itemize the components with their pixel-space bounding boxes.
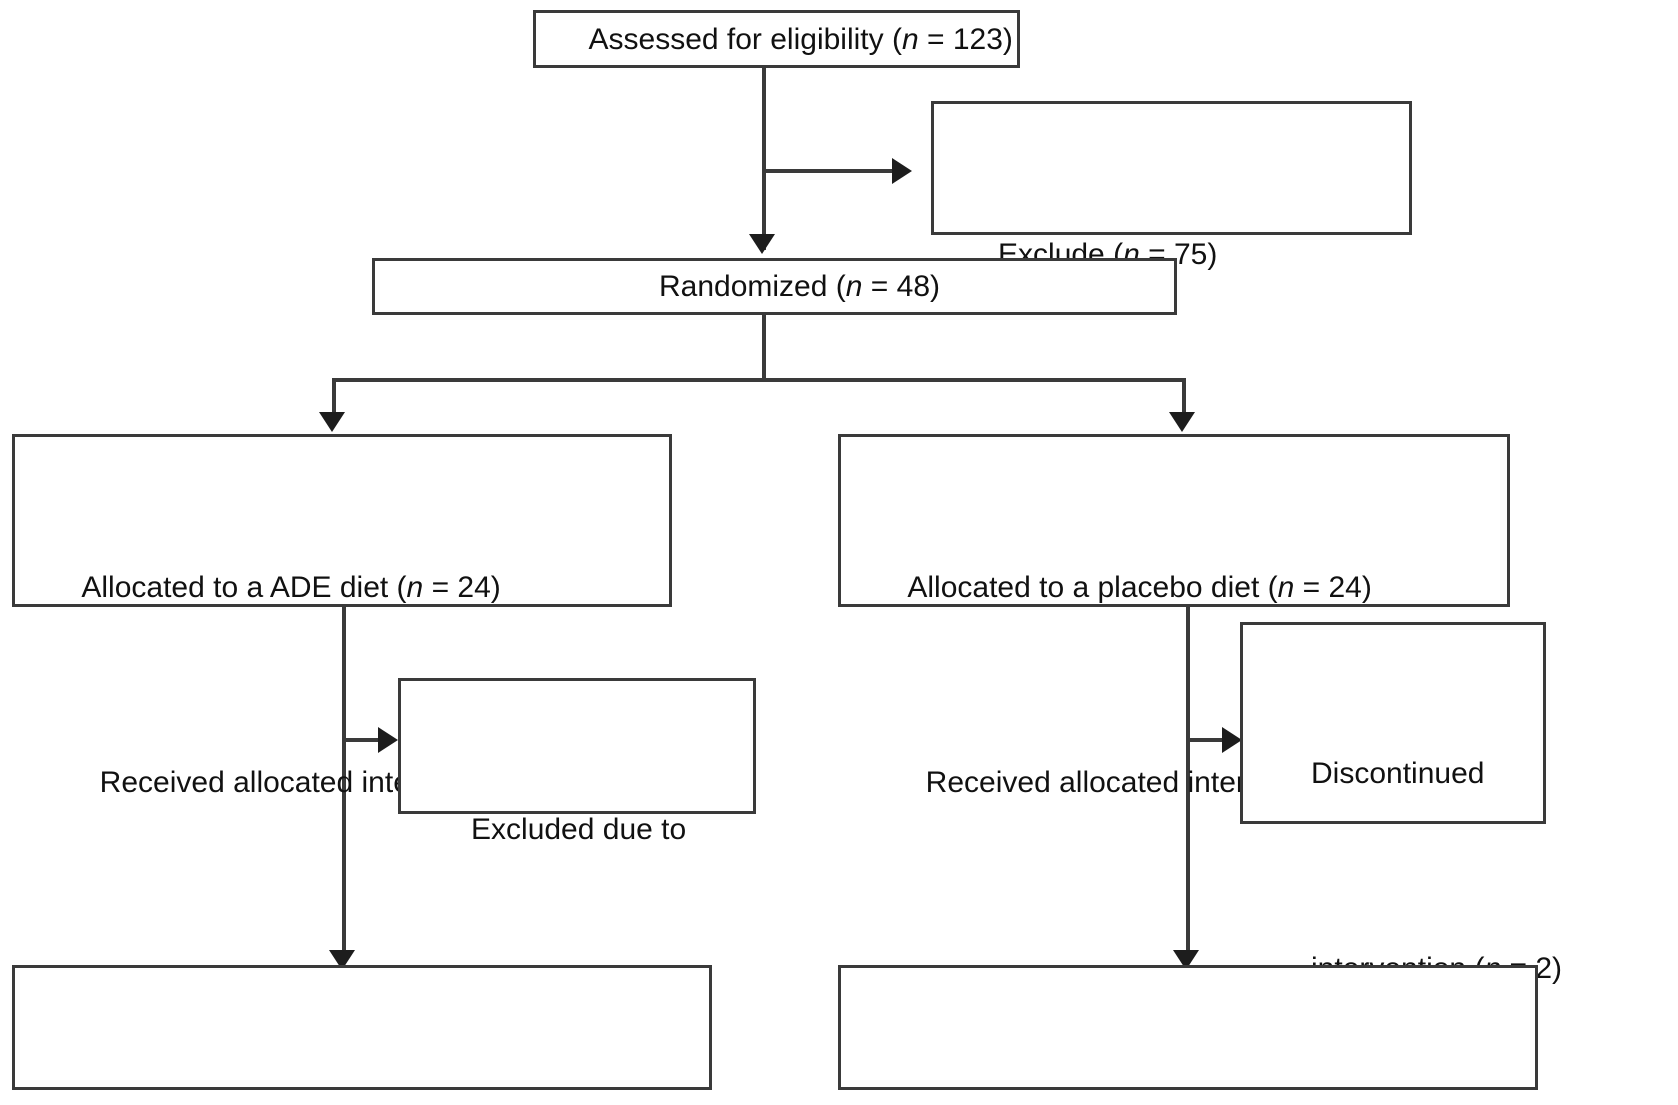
excluded-box[interactable]: Exclude (n = 75) Met exclusion criteria …	[931, 101, 1412, 466]
eligible-right-line-1: Eligible to analyze efficacy (n = 22)	[859, 1060, 1521, 1105]
arrowhead-into-discontinued	[1222, 727, 1242, 753]
assessed-for-eligibility-box[interactable]: Assessed for eligibility (n = 123)	[533, 10, 1020, 68]
excluded-body-weight-box[interactable]: Excluded due to large fluctuation in bod…	[398, 678, 756, 1041]
alloc-right-line-1: Allocated to a placebo diet (n = 24)	[907, 571, 1372, 604]
connector-to-excluded-body-weight	[342, 738, 382, 742]
arrowhead-into-randomized	[749, 234, 775, 254]
arrowhead-into-excluded-box	[892, 158, 912, 184]
discontinued-intervention-box[interactable]: Discontinued intervention (n = 2) Due to…	[1240, 622, 1562, 985]
connector-split-bar	[332, 378, 1186, 382]
eligible-analyze-efficacy-left-box[interactable]: Eligible to analyze efficacy (n = 22)	[12, 965, 712, 1105]
connector-assessed-to-randomized	[762, 68, 766, 250]
connector-randomized-down	[762, 315, 766, 381]
arrowhead-into-alloc-right	[1169, 412, 1195, 432]
eligible-analyze-efficacy-right-box[interactable]: Eligible to analyze efficacy (n = 22)	[838, 965, 1538, 1105]
randomized-line-1: Randomized (n = 48)	[659, 270, 941, 303]
connector-alloc-left-to-eligible	[342, 607, 346, 962]
connector-to-excluded-box	[762, 169, 894, 173]
connector-right-branch-down	[1182, 378, 1186, 424]
connector-to-discontinued	[1186, 738, 1226, 742]
arrowhead-into-alloc-left	[319, 412, 345, 432]
allocated-placebo-diet-box[interactable]: Allocated to a placebo diet (n = 24) Rec…	[838, 434, 1510, 994]
allocated-ade-diet-box[interactable]: Allocated to a ADE diet (n = 24) Receive…	[12, 434, 679, 994]
discontinued-line-1: Discontinued	[1311, 757, 1485, 790]
randomized-box[interactable]: Randomized (n = 48)	[372, 258, 1177, 315]
connector-left-branch-down	[332, 378, 336, 424]
eligible-left-line-1: Eligible to analyze efficacy (n = 22)	[33, 1060, 695, 1105]
arrowhead-into-excluded-body-weight	[378, 727, 398, 753]
excluded-bw-line-1: Excluded due to	[471, 813, 687, 846]
assessed-line-1: Assessed for eligibility (n = 123)	[588, 22, 1013, 56]
alloc-left-line-1: Allocated to a ADE diet (n = 24)	[81, 571, 501, 604]
connector-alloc-right-to-eligible	[1186, 607, 1190, 962]
